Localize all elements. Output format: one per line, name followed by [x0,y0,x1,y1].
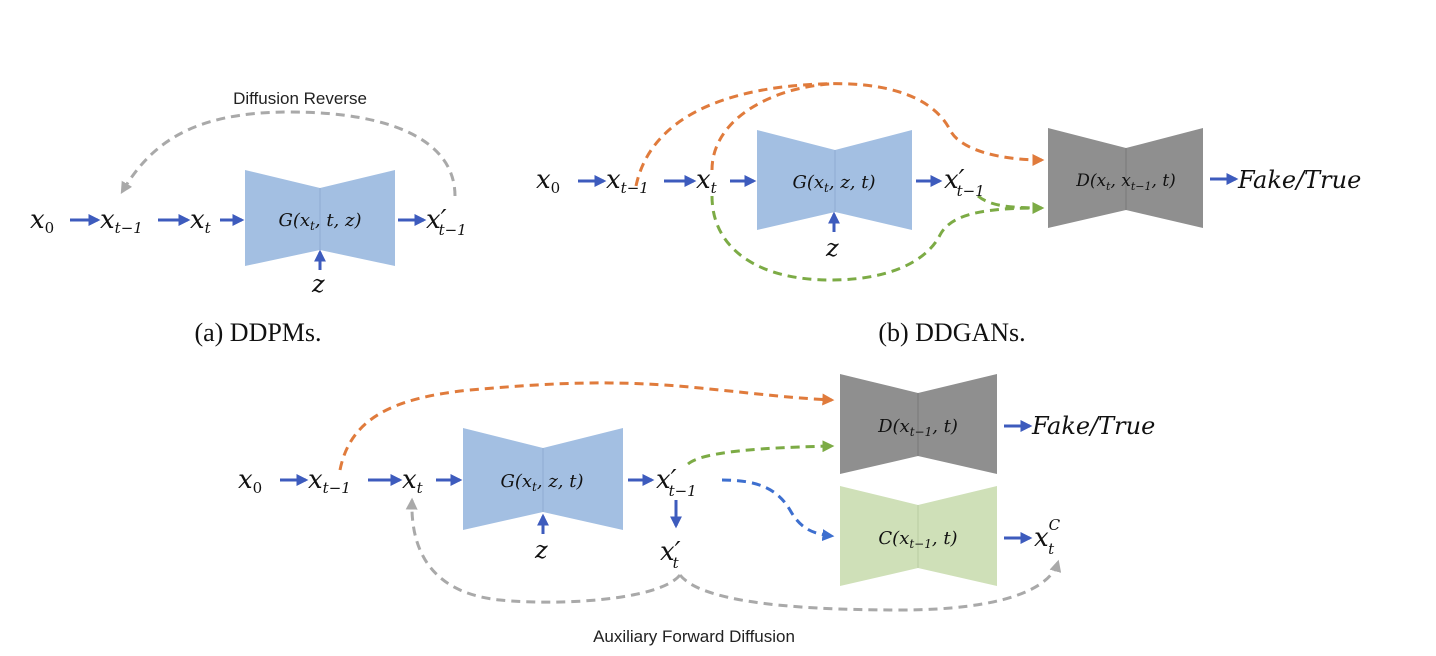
panel-b-x0: x0 [536,165,560,197]
panel-b-discriminator-label: D(xt, xt−1, t) [1075,171,1176,193]
panel-c-output: x′t−1 [656,465,697,500]
panel-c-z: z [534,536,548,564]
panel-b-xtm1: xt−1 [606,165,649,197]
panel-b-caption: (b) DDGANs. [878,318,1025,347]
panel-a-xtm1: xt−1 [100,205,143,237]
panel-c: Auxiliary Forward Diffusion x0 xt−1 xt G… [238,374,1155,646]
panel-a-reverse-label: Diffusion Reverse [233,89,367,108]
panel-a-generator-label: G(xt, t, z) [278,210,361,233]
panel-b-green-dash-out [977,194,1043,210]
panel-c-result: Fake/True [1031,412,1155,440]
panel-c-blue-dash [721,478,835,542]
panel-b-z: z [825,234,839,262]
panel-a-caption: (a) DDPMs. [194,318,321,347]
panel-c-discriminator-label: D(xt−1, t) [877,416,958,439]
panel-b-generator-label: G(xt, z, t) [792,172,875,195]
panel-a-z: z [311,270,325,298]
panel-b-orange-dash-1 [634,82,1045,187]
panel-a-diffusion-reverse-arc [120,110,457,197]
panel-c-xtm1: xt−1 [308,465,351,497]
panel-c-xt: xt [402,465,424,497]
panel-b: x0 xt−1 xt G(xt, z, t) z x′t−1 D(xt, xt−… [536,82,1361,347]
panel-a: Diffusion Reverse x0 xt−1 xt G(xt, t, z)… [30,89,467,347]
panel-c-green-dash [687,440,835,466]
panel-c-gray-dash-left [405,497,682,604]
panel-c-gray-dash-right [678,559,1062,612]
panel-c-generator-label: G(xt, z, t) [500,471,583,494]
panel-b-green-dash-loop [710,195,1045,282]
panel-c-output-2: x′t [660,537,681,572]
panel-b-output: x′t−1 [944,165,985,200]
panel-b-orange-dash-2 [710,82,831,171]
panel-c-orange-dash [338,381,835,471]
panel-c-classifier-label: C(xt−1, t) [878,528,957,551]
panel-a-output: x′t−1 [426,205,467,239]
panel-a-x0: x0 [30,205,54,237]
panel-b-xt: xt [696,165,718,197]
panel-c-forward-label: Auxiliary Forward Diffusion [593,627,795,646]
panel-b-result: Fake/True [1237,166,1361,194]
panel-a-xt: xt [190,205,212,237]
panel-c-x0: x0 [238,465,262,497]
